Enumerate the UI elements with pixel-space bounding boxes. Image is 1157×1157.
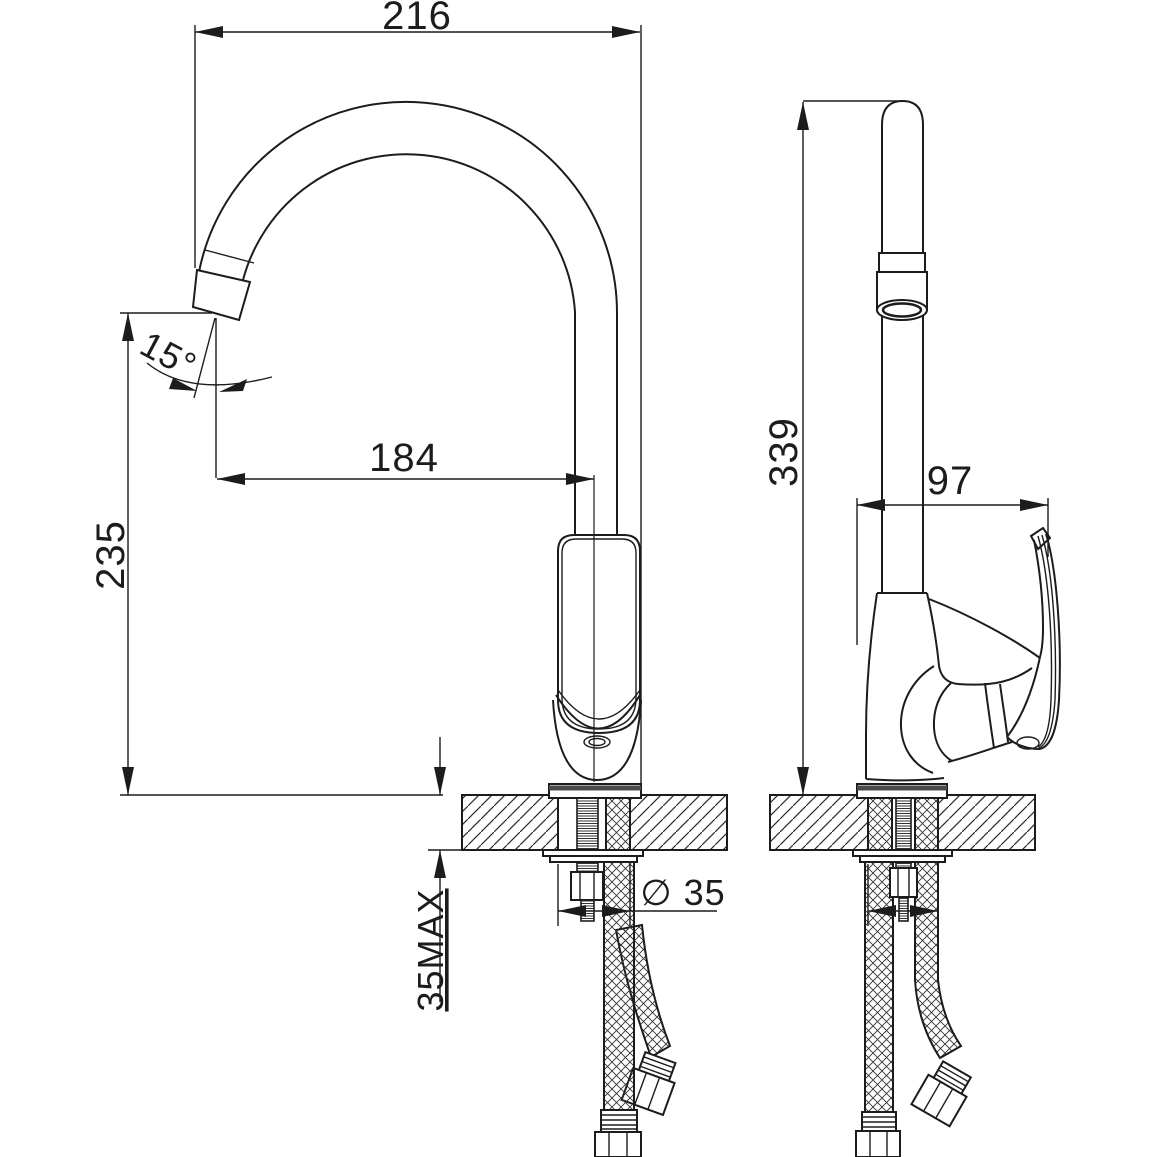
hose-nut-front xyxy=(594,1131,642,1157)
countertop-section-front xyxy=(461,794,728,851)
aerator-band-side xyxy=(878,252,926,273)
dimension-184: 184 xyxy=(217,436,594,485)
handle-body-front xyxy=(552,475,642,782)
base-plate-side xyxy=(856,783,948,799)
dimension-216: 216 xyxy=(194,0,642,784)
dim-339-label: 339 xyxy=(762,417,806,487)
spout-outline-front xyxy=(191,100,618,535)
dim-235-label: 235 xyxy=(89,520,133,590)
spout-tip-aerator-front xyxy=(191,268,252,322)
dimension-dia35: ∅ 35 xyxy=(557,864,725,926)
handle-body-side xyxy=(865,526,1061,782)
dimension-35max: 35MAX xyxy=(410,737,545,1012)
mounting-nut-front xyxy=(570,871,604,901)
riser-side xyxy=(876,99,928,594)
hose-branch-fitting-side xyxy=(910,1059,973,1128)
front-view-group xyxy=(191,100,728,1157)
mounting-hardware-side xyxy=(852,797,953,922)
supply-hose-front xyxy=(594,797,642,1157)
hose-nut-side xyxy=(855,1130,901,1157)
dimension-hole-side xyxy=(867,864,939,926)
countertop-section-side xyxy=(769,794,1036,851)
mounting-hardware-front xyxy=(542,797,644,922)
dimension-angle-15: 15° xyxy=(134,317,273,478)
dim-184-label: 184 xyxy=(369,436,439,480)
angle-15-label: 15° xyxy=(134,323,204,386)
dimension-235: 235 xyxy=(89,312,443,796)
side-view-group xyxy=(769,99,1061,1157)
dim-216-label: 216 xyxy=(382,0,452,38)
base-plate-front xyxy=(548,783,642,799)
dimension-339: 339 xyxy=(762,100,905,795)
max-thickness-label: 35MAX xyxy=(410,888,451,1011)
dia-35-label: ∅ 35 xyxy=(640,872,725,913)
dim-97-label: 97 xyxy=(927,459,974,503)
mounting-nut-side xyxy=(889,867,918,898)
dimension-97: 97 xyxy=(856,459,1049,645)
